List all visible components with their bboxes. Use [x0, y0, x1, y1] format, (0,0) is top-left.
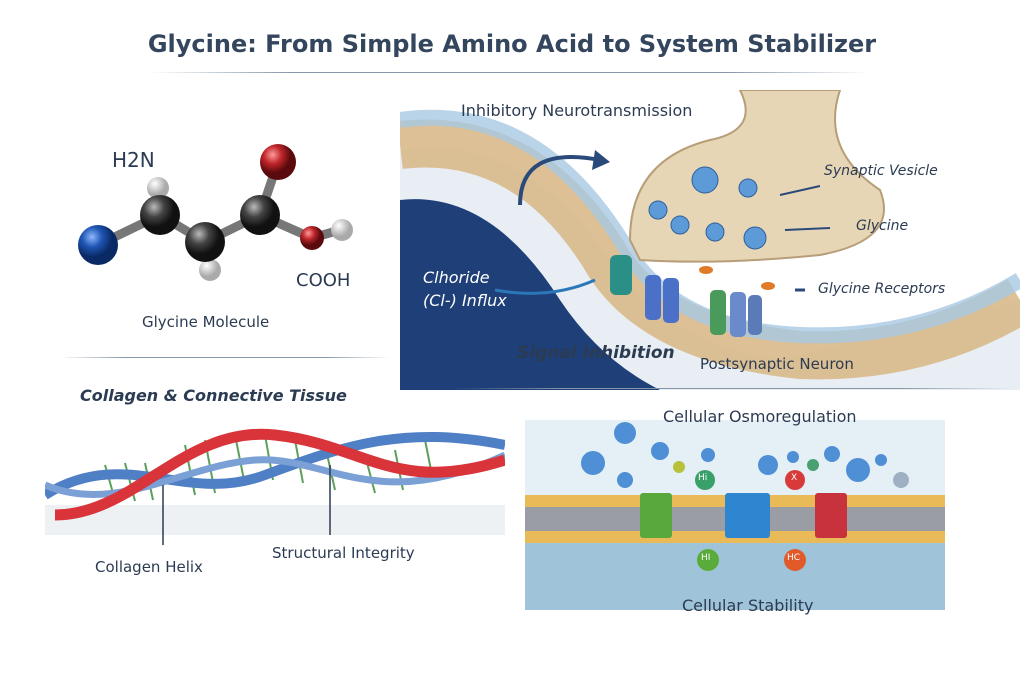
- nitrogen-atom: [78, 225, 118, 265]
- ion-label: HI: [701, 553, 711, 563]
- collagen-helix-illustration: [45, 428, 505, 545]
- ion-label: HC: [787, 553, 801, 563]
- arrow-icon: [518, 155, 601, 206]
- synapse-illustration: [400, 90, 1020, 390]
- carbon-atom: [140, 195, 180, 235]
- ion-label: Hi: [698, 473, 708, 483]
- glycine-label: Glycine: [856, 218, 909, 234]
- chloride-label-line2: (Cl-) Influx: [423, 291, 507, 310]
- glycine-receptors: [610, 255, 775, 337]
- divider: [450, 388, 1010, 389]
- chloride-label-line1: Clhoride: [423, 268, 490, 287]
- hydrogen-atom: [331, 219, 353, 241]
- structural-integrity-label: Structural Integrity: [272, 544, 415, 562]
- hydrogen-atom: [199, 259, 221, 281]
- carboxyl-label: COOH: [296, 270, 351, 291]
- oxygen-atom: [300, 226, 324, 250]
- oxygen-atom: [260, 144, 296, 180]
- carbon-atom: [240, 195, 280, 235]
- hydrogen-atom: [147, 177, 169, 199]
- membrane-illustration: [525, 420, 945, 610]
- collagen-heading: Collagen & Connective Tissue: [80, 386, 347, 405]
- postsynaptic-label: Postsynaptic Neuron: [700, 355, 854, 373]
- synaptic-vesicle-label: Synaptic Vesicle: [824, 163, 938, 179]
- title-divider: [150, 72, 870, 73]
- carbon-atom: [185, 222, 225, 262]
- page-title: Glycine: From Simple Amino Acid to Syste…: [147, 30, 877, 58]
- osmo-heading: Cellular Osmoregulation: [663, 407, 857, 426]
- amine-label: H2N: [112, 148, 155, 172]
- molecule-caption: Glycine Molecule: [142, 313, 270, 331]
- cellular-stability-label: Cellular Stability: [682, 596, 814, 615]
- collagen-helix-label: Collagen Helix: [95, 558, 203, 576]
- divider: [60, 357, 390, 358]
- ion-label: X: [791, 473, 798, 483]
- neuro-heading: Inhibitory Neurotransmission: [461, 101, 693, 120]
- glycine-receptors-label: Glycine Receptors: [818, 281, 946, 297]
- signal-inhibition-label: Signal Inhibition: [517, 343, 675, 363]
- glycine-molecule-illustration: [78, 144, 353, 281]
